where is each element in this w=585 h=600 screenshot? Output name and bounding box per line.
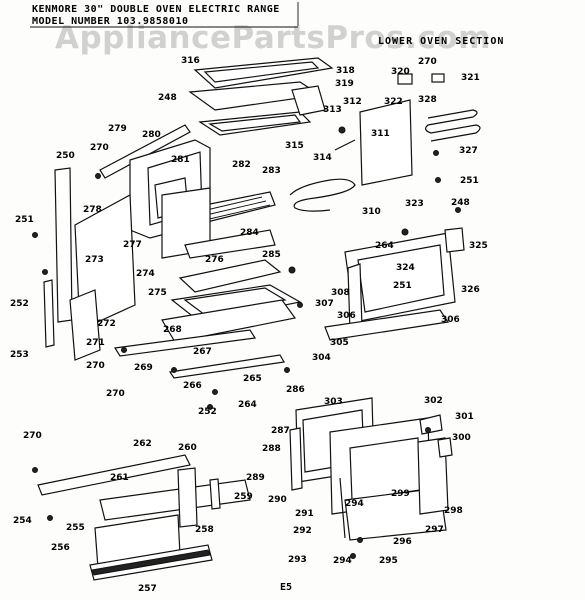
part-label-299: 299 xyxy=(391,489,410,499)
part-label-252: 252 xyxy=(10,299,29,309)
part-label-318: 318 xyxy=(336,66,355,76)
part-label-320: 320 xyxy=(391,67,410,77)
part-label-265: 265 xyxy=(243,374,262,384)
part-label-316: 316 xyxy=(181,56,200,66)
part-label-260: 260 xyxy=(178,443,197,453)
part-label-293: 293 xyxy=(288,555,307,565)
part-label-278: 278 xyxy=(83,205,102,215)
part-label-261: 261 xyxy=(110,473,129,483)
part-label-264: 264 xyxy=(375,241,394,251)
part-label-302: 302 xyxy=(424,396,443,406)
part-label-287: 287 xyxy=(271,426,290,436)
part-label-251-2: 251 xyxy=(460,176,479,186)
part-label-248-2: 248 xyxy=(451,198,470,208)
part-label-274: 274 xyxy=(136,269,155,279)
part-label-327: 327 xyxy=(459,146,478,156)
part-label-323: 323 xyxy=(405,199,424,209)
part-label-311: 311 xyxy=(371,129,390,139)
part-label-259: 259 xyxy=(234,492,253,502)
part-label-288: 288 xyxy=(262,444,281,454)
part-label-289: 289 xyxy=(246,473,265,483)
part-label-270-4: 270 xyxy=(106,389,125,399)
part-label-294: 294 xyxy=(333,556,352,566)
part-label-307: 307 xyxy=(315,299,334,309)
part-label-308: 308 xyxy=(331,288,350,298)
part-label-251-3: 251 xyxy=(393,281,412,291)
part-label-325: 325 xyxy=(469,241,488,251)
part-label-250: 250 xyxy=(56,151,75,161)
part-label-298: 298 xyxy=(444,506,463,516)
part-label-328: 328 xyxy=(418,95,437,105)
part-label-266: 266 xyxy=(183,381,202,391)
part-label-314: 314 xyxy=(313,153,332,163)
part-label-258: 258 xyxy=(195,525,214,535)
part-label-283: 283 xyxy=(262,166,281,176)
part-label-300: 300 xyxy=(452,433,471,443)
part-label-262: 262 xyxy=(133,439,152,449)
part-label-275: 275 xyxy=(148,288,167,298)
part-label-326: 326 xyxy=(461,285,480,295)
part-label-272: 272 xyxy=(97,319,116,329)
part-label-313: 313 xyxy=(323,105,342,115)
part-label-292: 292 xyxy=(293,526,312,536)
part-label-276: 276 xyxy=(205,255,224,265)
part-label-301: 301 xyxy=(455,412,474,422)
part-label-255: 255 xyxy=(66,523,85,533)
part-label-321: 321 xyxy=(461,73,480,83)
part-label-322: 322 xyxy=(384,97,403,107)
part-label-252-2: 252 xyxy=(198,407,217,417)
part-label-312: 312 xyxy=(343,97,362,107)
part-label-279: 279 xyxy=(108,124,127,134)
part-label-270: 270 xyxy=(90,143,109,153)
part-label-257: 257 xyxy=(138,584,157,594)
part-label-303: 303 xyxy=(324,397,343,407)
part-label-273: 273 xyxy=(85,255,104,265)
part-label-280: 280 xyxy=(142,130,161,140)
part-label-256: 256 xyxy=(51,543,70,553)
part-label-291: 291 xyxy=(295,509,314,519)
part-label-315: 315 xyxy=(285,141,304,151)
part-label-295: 295 xyxy=(379,556,398,566)
part-label-319: 319 xyxy=(335,79,354,89)
model-number: MODEL NUMBER 103.9858010 xyxy=(32,16,189,27)
part-label-296: 296 xyxy=(393,537,412,547)
part-label-304: 304 xyxy=(312,353,331,363)
part-label-294-2: 294 xyxy=(345,499,364,509)
part-label-285: 285 xyxy=(262,250,281,260)
part-label-271: 271 xyxy=(86,338,105,348)
page-label: E5 xyxy=(280,582,293,593)
part-label-310: 310 xyxy=(362,207,381,217)
part-label-251: 251 xyxy=(15,215,34,225)
part-label-282: 282 xyxy=(232,160,251,170)
part-label-254: 254 xyxy=(13,516,32,526)
part-label-270-2: 270 xyxy=(23,431,42,441)
part-label-269: 269 xyxy=(134,363,153,373)
part-label-324: 324 xyxy=(396,263,415,273)
part-label-270-3: 270 xyxy=(86,361,105,371)
part-label-290: 290 xyxy=(268,495,287,505)
part-label-281: 281 xyxy=(171,155,190,165)
part-label-267: 267 xyxy=(193,347,212,357)
part-label-297: 297 xyxy=(425,525,444,535)
part-label-306: 306 xyxy=(337,311,356,321)
part-label-270-5: 270 xyxy=(418,57,437,67)
diagram-title: KENMORE 30" DOUBLE OVEN ELECTRIC RANGE xyxy=(32,4,280,15)
watermark: AppliancePartsPros.com xyxy=(55,20,491,56)
part-label-306-2: 306 xyxy=(441,315,460,325)
part-label-277: 277 xyxy=(123,240,142,250)
part-label-248: 248 xyxy=(158,93,177,103)
part-label-268: 268 xyxy=(163,325,182,335)
part-label-286: 286 xyxy=(286,385,305,395)
part-label-305: 305 xyxy=(330,338,349,348)
part-label-253: 253 xyxy=(10,350,29,360)
part-label-264-2: 264 xyxy=(238,400,257,410)
section-title: LOWER OVEN SECTION xyxy=(378,36,505,47)
part-label-284: 284 xyxy=(240,228,259,238)
